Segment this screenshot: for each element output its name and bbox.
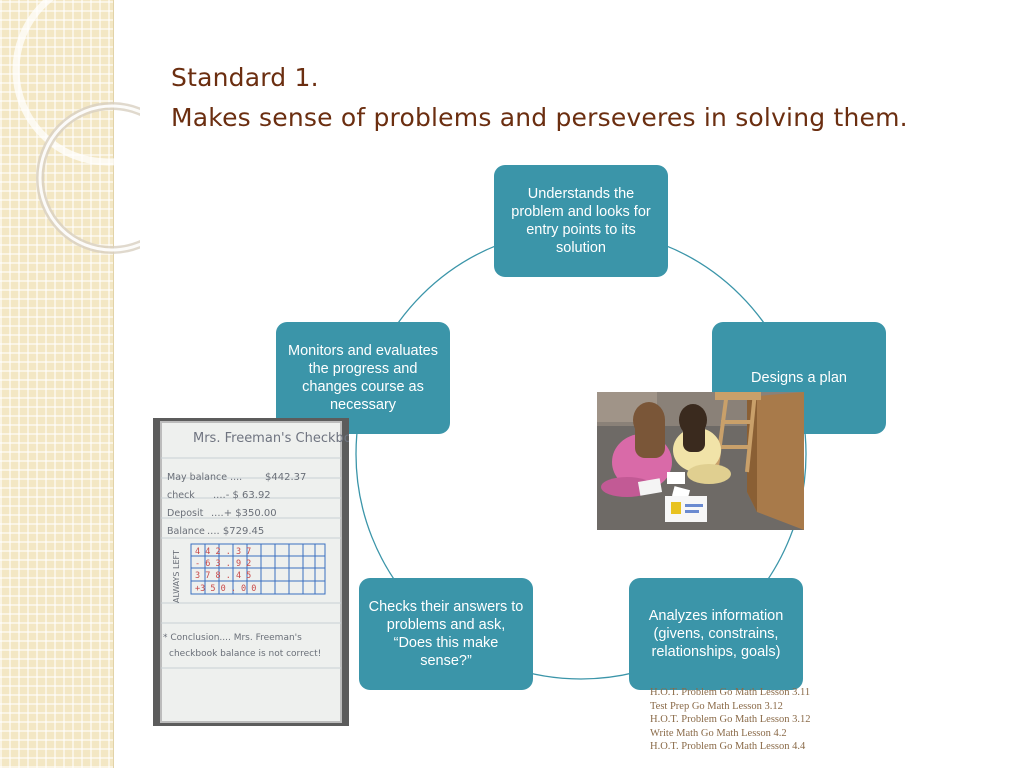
svg-text:3 7 8 . 4 5: 3 7 8 . 4 5 bbox=[195, 571, 251, 581]
cycle-node-label: Checks their answers to problems and ask… bbox=[368, 599, 524, 669]
checkbook-chart-photo: Mrs. Freeman's Checkbook May balance ...… bbox=[153, 418, 349, 726]
checkbook-chart-image: Mrs. Freeman's Checkbook May balance ...… bbox=[153, 418, 349, 726]
checkbook-row-label: check bbox=[167, 490, 195, 501]
reference-item: H.O.T. Problem Go Math Lesson 3.11 bbox=[650, 687, 811, 698]
cycle-node-label: Analyzes information (givens, constrains… bbox=[648, 608, 784, 660]
checkbook-row-value: $442.37 bbox=[265, 472, 306, 483]
checkbook-row-label: Deposit bbox=[167, 508, 204, 519]
cycle-node-label: Monitors and evaluates the progress and … bbox=[288, 343, 438, 413]
checkbook-row-value: ....+ $350.00 bbox=[211, 508, 277, 519]
checkbook-side-label: ALWAYS LEFT bbox=[172, 550, 181, 603]
cycle-node-label: Understands the problem and looks for en… bbox=[511, 186, 651, 256]
cycle-node-understands: Understands the problem and looks for en… bbox=[494, 165, 668, 277]
slide-title: Standard 1. Makes sense of problems and … bbox=[171, 58, 991, 138]
students-photo-image bbox=[597, 392, 804, 530]
students-photo bbox=[597, 392, 804, 530]
cycle-node-monitors: Monitors and evaluates the progress and … bbox=[276, 322, 450, 434]
svg-text:+3 5 0 . 0 0: +3 5 0 . 0 0 bbox=[195, 584, 256, 594]
checkbook-row-label: May balance .... bbox=[167, 472, 242, 483]
checkbook-heading: Mrs. Freeman's Checkbook bbox=[193, 431, 349, 446]
decorative-rings bbox=[12, 0, 140, 254]
checkbook-row-value: .... $729.45 bbox=[207, 526, 264, 537]
svg-text:- 6 3 . 9 2: - 6 3 . 9 2 bbox=[195, 559, 251, 569]
title-line-1: Standard 1. bbox=[171, 63, 319, 92]
cycle-node-label: Designs a plan bbox=[751, 370, 847, 386]
svg-text:4 4 2 . 3 7: 4 4 2 . 3 7 bbox=[195, 547, 251, 557]
reference-item: Write Math Go Math Lesson 4.2 bbox=[650, 727, 787, 739]
lesson-references: H.O.T. Problem Go Math Lesson 3.11 Test … bbox=[650, 686, 811, 754]
reference-item: H.O.T. Problem Go Math Lesson 4.4 bbox=[650, 741, 806, 753]
title-line-2: Makes sense of problems and perseveres i… bbox=[171, 103, 908, 132]
cycle-node-checks-answers: Checks their answers to problems and ask… bbox=[359, 578, 533, 690]
cycle-node-analyzes: Analyzes information (givens, constrains… bbox=[629, 578, 803, 690]
checkbook-row-label: Balance bbox=[167, 526, 205, 537]
checkbook-conclusion-2: checkbook balance is not correct! bbox=[169, 649, 321, 659]
checkbook-row-value: ....- $ 63.92 bbox=[213, 490, 271, 501]
checkbook-conclusion-1: * Conclusion.... Mrs. Freeman's bbox=[163, 633, 302, 643]
reference-item: Test Prep Go Math Lesson 3.12 bbox=[650, 700, 783, 712]
reference-item: H.O.T. Problem Go Math Lesson 3.12 bbox=[650, 714, 811, 726]
